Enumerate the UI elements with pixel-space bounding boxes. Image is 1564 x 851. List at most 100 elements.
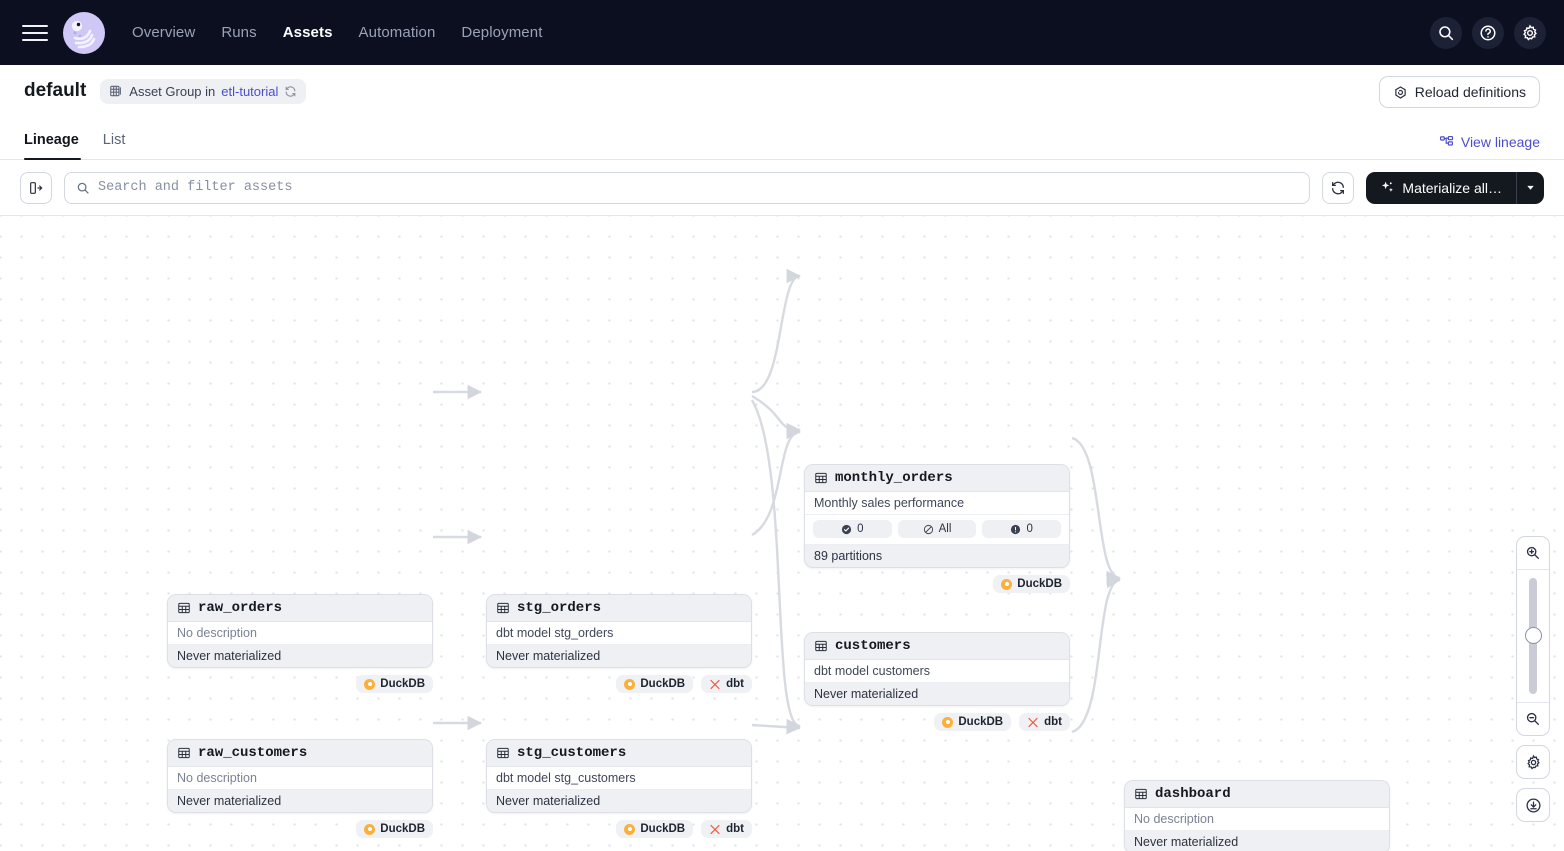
asset-node-monthly_orders[interactable]: monthly_orders Monthly sales performance…: [804, 464, 1070, 593]
zoom-slider-knob[interactable]: [1524, 627, 1542, 644]
asset-node-description: Monthly sales performance: [805, 492, 1069, 515]
divider: [1517, 569, 1549, 570]
partition-failed-count[interactable]: 0: [982, 520, 1062, 538]
dagster-logo[interactable]: [62, 11, 106, 55]
asset-node-box[interactable]: customers dbt model customers Never mate…: [804, 632, 1070, 706]
zoom-out-icon[interactable]: [1517, 703, 1549, 735]
materialize-all-label-wrap[interactable]: Materialize all…: [1366, 172, 1516, 204]
help-icon[interactable]: [1472, 16, 1504, 49]
tag-duckdb[interactable]: DuckDB: [356, 820, 433, 838]
asset-node-customers[interactable]: customers dbt model customers Never mate…: [804, 632, 1070, 731]
asset-node-description: dbt model customers: [805, 660, 1069, 683]
view-lineage-label: View lineage: [1460, 134, 1540, 150]
check-circle-icon: [842, 524, 852, 534]
asset-node-box[interactable]: stg_customers dbt model stg_customers Ne…: [486, 739, 752, 813]
duckdb-icon: [364, 678, 376, 690]
asset-node-name: raw_customers: [198, 745, 308, 761]
asset-node-status: Never materialized: [1125, 831, 1389, 851]
hamburger-icon[interactable]: [18, 16, 52, 50]
asset-group-chip-prefix: Asset Group in: [129, 83, 216, 99]
nav-link-automation[interactable]: Automation: [358, 24, 436, 41]
graph-settings-button[interactable]: [1516, 745, 1550, 779]
fit-to-screen-button[interactable]: [1516, 788, 1550, 822]
asset-group-chip[interactable]: Asset Group in etl-tutorial: [100, 78, 307, 104]
asset-node-tags: DuckDB dbt: [486, 820, 752, 838]
nav-link-runs[interactable]: Runs: [221, 24, 257, 41]
tag-duckdb[interactable]: DuckDB: [934, 713, 1012, 731]
asset-node-tags: DuckDB dbt: [486, 675, 752, 693]
nav-link-deployment[interactable]: Deployment: [461, 24, 543, 41]
panel-toggle-icon[interactable]: [20, 171, 52, 204]
asset-node-partition-stats: 0 All 0: [805, 515, 1069, 545]
zoom-slider[interactable]: [1517, 570, 1549, 702]
reload-definitions-button[interactable]: Reload definitions: [1378, 76, 1540, 108]
materialize-dropdown-caret[interactable]: [1516, 171, 1544, 204]
asset-node-status: Never materialized: [487, 790, 751, 812]
materialize-all-button[interactable]: Materialize all…: [1366, 171, 1544, 204]
asset-node-box[interactable]: monthly_orders Monthly sales performance…: [804, 464, 1070, 568]
sparkle-icon: [1382, 181, 1394, 192]
search-icon[interactable]: [1430, 16, 1462, 49]
lineage-canvas[interactable]: monthly_orders Monthly sales performance…: [0, 216, 1564, 851]
zoom-in-icon[interactable]: [1517, 537, 1549, 569]
duckdb-icon: [624, 823, 636, 835]
nav-link-overview[interactable]: Overview: [132, 24, 196, 41]
tabs-row: Lineage List View lineage: [0, 117, 1564, 160]
refresh-icon[interactable]: [1322, 171, 1355, 204]
partition-missing-count[interactable]: All: [897, 520, 977, 538]
download-circle-icon: [1525, 797, 1541, 813]
asset-node-box[interactable]: dashboard No description Never materiali…: [1124, 780, 1390, 851]
asset-node-tags: DuckDB: [804, 575, 1070, 593]
search-icon: [77, 182, 89, 194]
asset-node-box[interactable]: raw_customers No description Never mater…: [167, 739, 433, 813]
asset-node-title: customers: [805, 633, 1069, 660]
graph-toolbar: Materialize all…: [0, 160, 1564, 216]
asset-node-description: No description: [168, 767, 432, 790]
tag-label: dbt: [726, 678, 744, 690]
search-field[interactable]: [64, 171, 1311, 204]
asset-node-tags: DuckDB dbt: [804, 713, 1070, 731]
tag-label: DuckDB: [640, 823, 686, 835]
table-icon: [178, 747, 190, 759]
asset-node-box[interactable]: raw_orders No description Never material…: [167, 594, 433, 668]
tab-lineage[interactable]: Lineage: [24, 132, 81, 160]
asset-group-chip-link[interactable]: etl-tutorial: [221, 83, 279, 99]
materialize-all-label: Materialize all…: [1402, 179, 1502, 196]
asset-node-raw_customers[interactable]: raw_customers No description Never mater…: [167, 739, 433, 838]
asset-node-name: monthly_orders: [835, 470, 953, 486]
asset-node-title: monthly_orders: [805, 465, 1069, 492]
nav-link-assets[interactable]: Assets: [282, 24, 333, 41]
dbt-icon: [710, 824, 720, 835]
partition-materialized-count[interactable]: 0: [813, 520, 892, 538]
partition-failed-label: 0: [1026, 523, 1033, 535]
tag-duckdb[interactable]: DuckDB: [616, 675, 694, 693]
asset-node-box[interactable]: stg_orders dbt model stg_orders Never ma…: [486, 594, 752, 668]
tag-dbt[interactable]: dbt: [701, 675, 752, 693]
tab-list[interactable]: List: [102, 132, 126, 148]
tag-dbt[interactable]: dbt: [1019, 713, 1070, 731]
search-input[interactable]: [98, 180, 1299, 195]
asset-node-title: stg_customers: [487, 740, 751, 767]
asset-node-status: Never materialized: [168, 645, 432, 667]
asset-node-stg_orders[interactable]: stg_orders dbt model stg_orders Never ma…: [486, 594, 752, 693]
gear-icon[interactable]: [1514, 16, 1546, 49]
asset-node-description: dbt model stg_orders: [487, 622, 751, 645]
tag-label: DuckDB: [380, 678, 425, 690]
exclamation-circle-icon: [1011, 524, 1021, 534]
asset-node-name: stg_customers: [517, 745, 627, 761]
view-lineage-link[interactable]: View lineage: [1439, 134, 1540, 150]
reload-small-icon: [285, 85, 296, 97]
top-navigation-bar: Overview Runs Assets Automation Deployme…: [0, 0, 1564, 65]
tag-duckdb[interactable]: DuckDB: [356, 675, 433, 693]
asset-node-name: dashboard: [1155, 786, 1231, 802]
tag-duckdb[interactable]: DuckDB: [616, 820, 694, 838]
asset-node-stg_customers[interactable]: stg_customers dbt model stg_customers Ne…: [486, 739, 752, 838]
asset-node-dashboard[interactable]: dashboard No description Never materiali…: [1124, 780, 1390, 851]
tag-duckdb[interactable]: DuckDB: [993, 575, 1070, 593]
asset-node-title: stg_orders: [487, 595, 751, 622]
tag-label: DuckDB: [380, 823, 425, 835]
asset-node-status: Never materialized: [487, 645, 751, 667]
asset-node-raw_orders[interactable]: raw_orders No description Never material…: [167, 594, 433, 693]
asset-node-title: raw_orders: [168, 595, 432, 622]
tag-dbt[interactable]: dbt: [701, 820, 752, 838]
